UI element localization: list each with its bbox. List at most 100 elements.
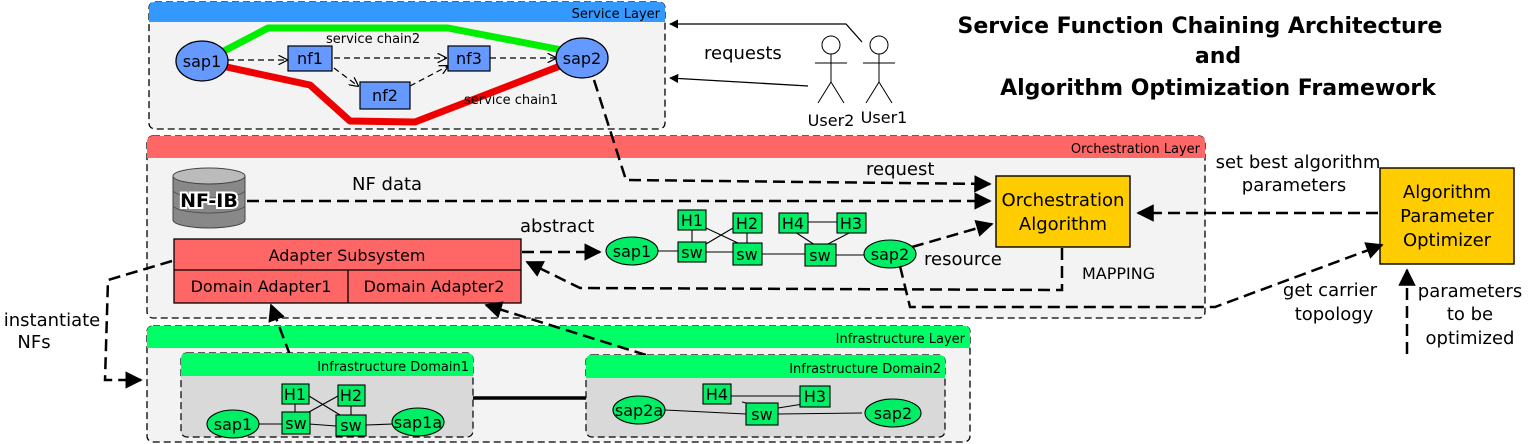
service-chain1-path: [221, 62, 562, 126]
domain1-label: Infrastructure Domain1: [317, 360, 469, 375]
optimizer-box: [1379, 167, 1515, 265]
user1-figure: [863, 35, 895, 104]
title-line-2: and: [1195, 44, 1241, 69]
domain1-sap1-label: sap1: [214, 415, 252, 434]
service-sap1-label: sap1: [183, 52, 221, 71]
domain1-adapter-arrow: [268, 303, 292, 356]
arrow-nf1-nf2: [333, 67, 358, 86]
abstract-h3-node: [836, 212, 867, 234]
resource-arrow: [911, 219, 994, 249]
orchestration-layer-label: Orchestration Layer: [1071, 142, 1201, 157]
set-best-label-2: parameters: [1242, 175, 1346, 196]
domain2-h3-node: [799, 385, 831, 408]
domain2-label: Infrastructure Domain2: [789, 362, 941, 377]
user1-request-arrow: [669, 19, 863, 43]
abstract-sw1-node: [677, 241, 707, 263]
domain2-sap2-label: sap2: [874, 404, 912, 423]
get-carrier-label-1: get carrier: [1283, 280, 1378, 301]
domain1-sap1a-label: sap1a: [394, 413, 442, 432]
domain-adapter1-label: Domain Adapter1: [191, 277, 332, 296]
optimizer-line3: Optimizer: [1403, 230, 1492, 251]
abstract-h2-node: [732, 212, 763, 234]
domain1-sw1-label: sw: [285, 414, 306, 433]
request-arrow: [592, 79, 992, 193]
domain2-h3-label: H3: [804, 387, 826, 406]
title-line-1: Service Function Chaining Architecture: [958, 14, 1443, 39]
abstract-h2-label: H2: [736, 214, 758, 233]
domain1-h2-node: [337, 384, 366, 407]
domain1-sw1-node: [281, 411, 311, 435]
params-label-1: parameters: [1418, 281, 1522, 302]
title-line-3: Algorithm Optimization Framework: [1000, 76, 1437, 101]
domain2-sap2a-label: sap2a: [615, 401, 663, 420]
domain2-adapter-arrow: [484, 301, 647, 357]
set-best-label-1: set best algorithm: [1216, 152, 1381, 173]
optimizer-line2: Parameter: [1400, 206, 1494, 227]
nfib-label: NF-IB: [180, 190, 238, 212]
mapping-arrow: [525, 248, 1064, 292]
domain2-sap2a-node: [612, 395, 666, 425]
service-layer-label: Service Layer: [572, 7, 661, 22]
nfib-label-outline: NF-IB: [180, 190, 238, 212]
domain-adapter2-label: Domain Adapter2: [364, 277, 505, 296]
abstract-sw1-label: sw: [681, 243, 702, 262]
domain1-topology-links: [258, 395, 394, 427]
service-nf2-label: nf2: [372, 86, 398, 105]
infrastructure-layer-label: Infrastructure Layer: [836, 332, 966, 347]
service-nf3-label: nf3: [456, 49, 482, 68]
service-nf3-node: [447, 45, 491, 72]
service-nf1-label: nf1: [297, 49, 323, 68]
service-chain2-label: service chain2: [326, 32, 420, 47]
service-sap2-node: [555, 37, 609, 79]
abstract-sap1-node: [605, 236, 659, 266]
orchestration-layer-header: [147, 136, 1205, 158]
abstract-topology: [657, 221, 865, 256]
optimizer-line1: Algorithm: [1403, 182, 1491, 203]
domain2-sap2-node: [864, 398, 922, 428]
nfib-database-icon: [172, 167, 246, 229]
instantiate-nfs: instantiate NFs: [4, 259, 173, 389]
domain2-header: [586, 355, 945, 378]
orchestration-algorithm-line1: Orchestration: [1002, 190, 1125, 211]
abstract-h1-label: H1: [681, 211, 703, 230]
domain2-sw-node: [745, 402, 779, 426]
arrow-nf2-nf3: [409, 66, 448, 87]
abstract-h3-label: H3: [840, 214, 862, 233]
service-sap1-node: [175, 40, 229, 82]
abstract-h4-label: H4: [782, 214, 804, 233]
user2-request-arrow: [669, 73, 809, 87]
instantiate-label-2: NFs: [17, 332, 50, 353]
users: User2 User1 requests: [669, 19, 908, 130]
abstract-sap2-label: sap2: [871, 245, 909, 264]
abstract-sw3-node: [804, 243, 837, 267]
mapping-label: MAPPING: [1082, 264, 1155, 283]
service-layer-header: [149, 2, 665, 22]
orchestration-algorithm-line2: Algorithm: [1019, 214, 1107, 235]
domain1-sw2-node: [335, 414, 367, 437]
nf-data-label: NF data: [352, 174, 422, 195]
get-carrier-topology-arrow: [898, 242, 1384, 309]
domain2-h4-label: H4: [706, 385, 728, 404]
abstract-sw2-node: [732, 242, 763, 266]
abstract-sap2-node: [863, 239, 917, 269]
abstract-h1-node: [677, 209, 707, 231]
adapter-subsystem-label: Adapter Subsystem: [269, 246, 426, 265]
instantiate-label-1: instantiate: [4, 310, 101, 331]
domain1-header: [181, 353, 473, 376]
orchestration-algorithm-box: [995, 175, 1131, 248]
domain2-h4-node: [702, 383, 732, 405]
params-label-2: to be: [1447, 304, 1493, 325]
resource-label: resource: [924, 249, 1002, 270]
infrastructure-layer: Infrastructure Layer Infrastructure Doma…: [146, 301, 971, 443]
diagram-title: Service Function Chaining Architecture a…: [958, 14, 1443, 101]
orchestration-layer: Orchestration Layer NF-IB NF-IB NF data …: [146, 79, 1206, 319]
domain1-h1-label: H1: [284, 385, 306, 404]
domain1-sap1-node: [206, 409, 260, 439]
service-nf1-node: [287, 45, 333, 72]
service-chain1-label: service chain1: [464, 93, 558, 108]
instantiate-arrow: [103, 259, 173, 389]
domain1-sw2-label: sw: [340, 416, 361, 435]
user1-label: User1: [861, 108, 908, 127]
infrastructure-layer-header: [147, 326, 970, 348]
